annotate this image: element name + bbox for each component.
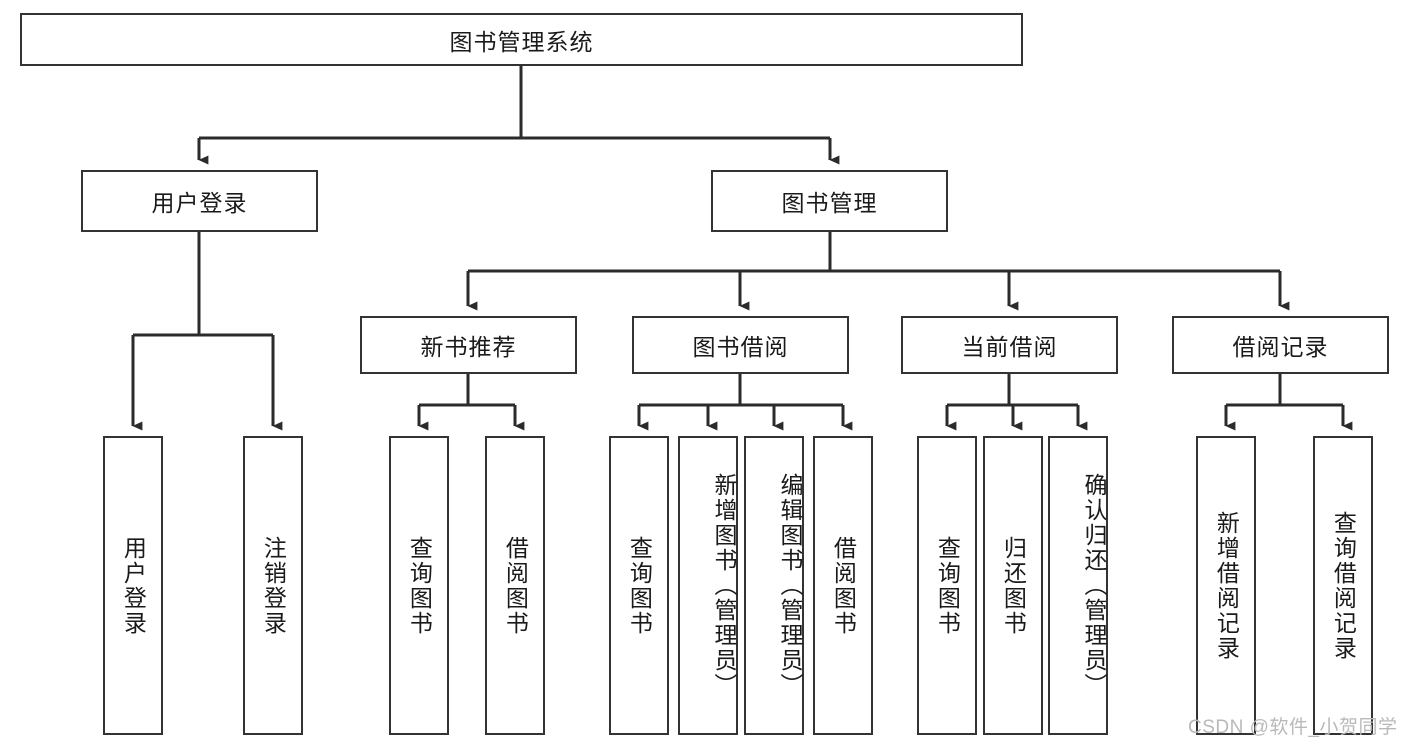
node-leaf-borrow-book-1-label: 借阅图书: [502, 535, 529, 636]
node-leaf-add-record[interactable]: 新增借阅记录: [1196, 436, 1256, 735]
node-leaf-query-book-2[interactable]: 查询图书: [609, 436, 669, 735]
node-leaf-confirm-return[interactable]: 确认归还（管理员）: [1048, 436, 1108, 735]
node-book-borrow[interactable]: 图书借阅: [632, 316, 849, 374]
node-leaf-borrow-book-1[interactable]: 借阅图书: [485, 436, 545, 735]
node-leaf-return-book[interactable]: 归还图书: [983, 436, 1043, 735]
node-leaf-query-record-label: 查询借阅记录: [1330, 510, 1357, 661]
node-root-label: 图书管理系统: [449, 28, 594, 55]
node-leaf-add-record-label: 新增借阅记录: [1213, 510, 1240, 661]
node-leaf-query-book-3-label: 查询图书: [934, 535, 961, 636]
node-leaf-query-book-1[interactable]: 查询图书: [389, 436, 449, 735]
node-borrow-record-label: 借阅记录: [1232, 334, 1329, 360]
node-leaf-user-login[interactable]: 用户登录: [103, 436, 163, 735]
node-leaf-user-logout-label: 注销登录: [260, 535, 287, 636]
node-new-book-rec-label: 新书推荐: [420, 334, 517, 360]
node-leaf-borrow-book-2-label: 借阅图书: [830, 535, 857, 636]
node-user-login-label: 用户登录: [151, 190, 248, 216]
node-leaf-confirm-return-label: 确认归还（管理员）: [1081, 473, 1107, 698]
node-leaf-add-book[interactable]: 新增图书（管理员）: [678, 436, 738, 735]
node-book-manage[interactable]: 图书管理: [711, 170, 948, 232]
node-leaf-user-logout[interactable]: 注销登录: [243, 436, 303, 735]
watermark-text: CSDN @软件_小贺同学: [1188, 717, 1398, 738]
node-leaf-query-record[interactable]: 查询借阅记录: [1313, 436, 1373, 735]
node-leaf-user-login-label: 用户登录: [120, 535, 147, 636]
node-leaf-query-book-2-label: 查询图书: [626, 535, 653, 636]
node-root[interactable]: 图书管理系统: [20, 13, 1023, 66]
node-new-book-rec[interactable]: 新书推荐: [360, 316, 577, 374]
node-leaf-edit-book[interactable]: 编辑图书（管理员）: [744, 436, 804, 735]
node-leaf-query-book-1-label: 查询图书: [406, 535, 433, 636]
node-user-login[interactable]: 用户登录: [81, 170, 318, 232]
node-book-manage-label: 图书管理: [781, 190, 878, 216]
node-leaf-query-book-3[interactable]: 查询图书: [917, 436, 977, 735]
node-leaf-return-book-label: 归还图书: [1000, 535, 1027, 636]
node-borrow-record[interactable]: 借阅记录: [1172, 316, 1389, 374]
node-leaf-add-book-label: 新增图书（管理员）: [711, 473, 737, 698]
node-leaf-edit-book-label: 编辑图书（管理员）: [777, 473, 803, 698]
node-leaf-borrow-book-2[interactable]: 借阅图书: [813, 436, 873, 735]
node-current-borrow-label: 当前借阅: [961, 334, 1058, 360]
node-current-borrow[interactable]: 当前借阅: [901, 316, 1118, 374]
node-book-borrow-label: 图书借阅: [692, 334, 789, 360]
